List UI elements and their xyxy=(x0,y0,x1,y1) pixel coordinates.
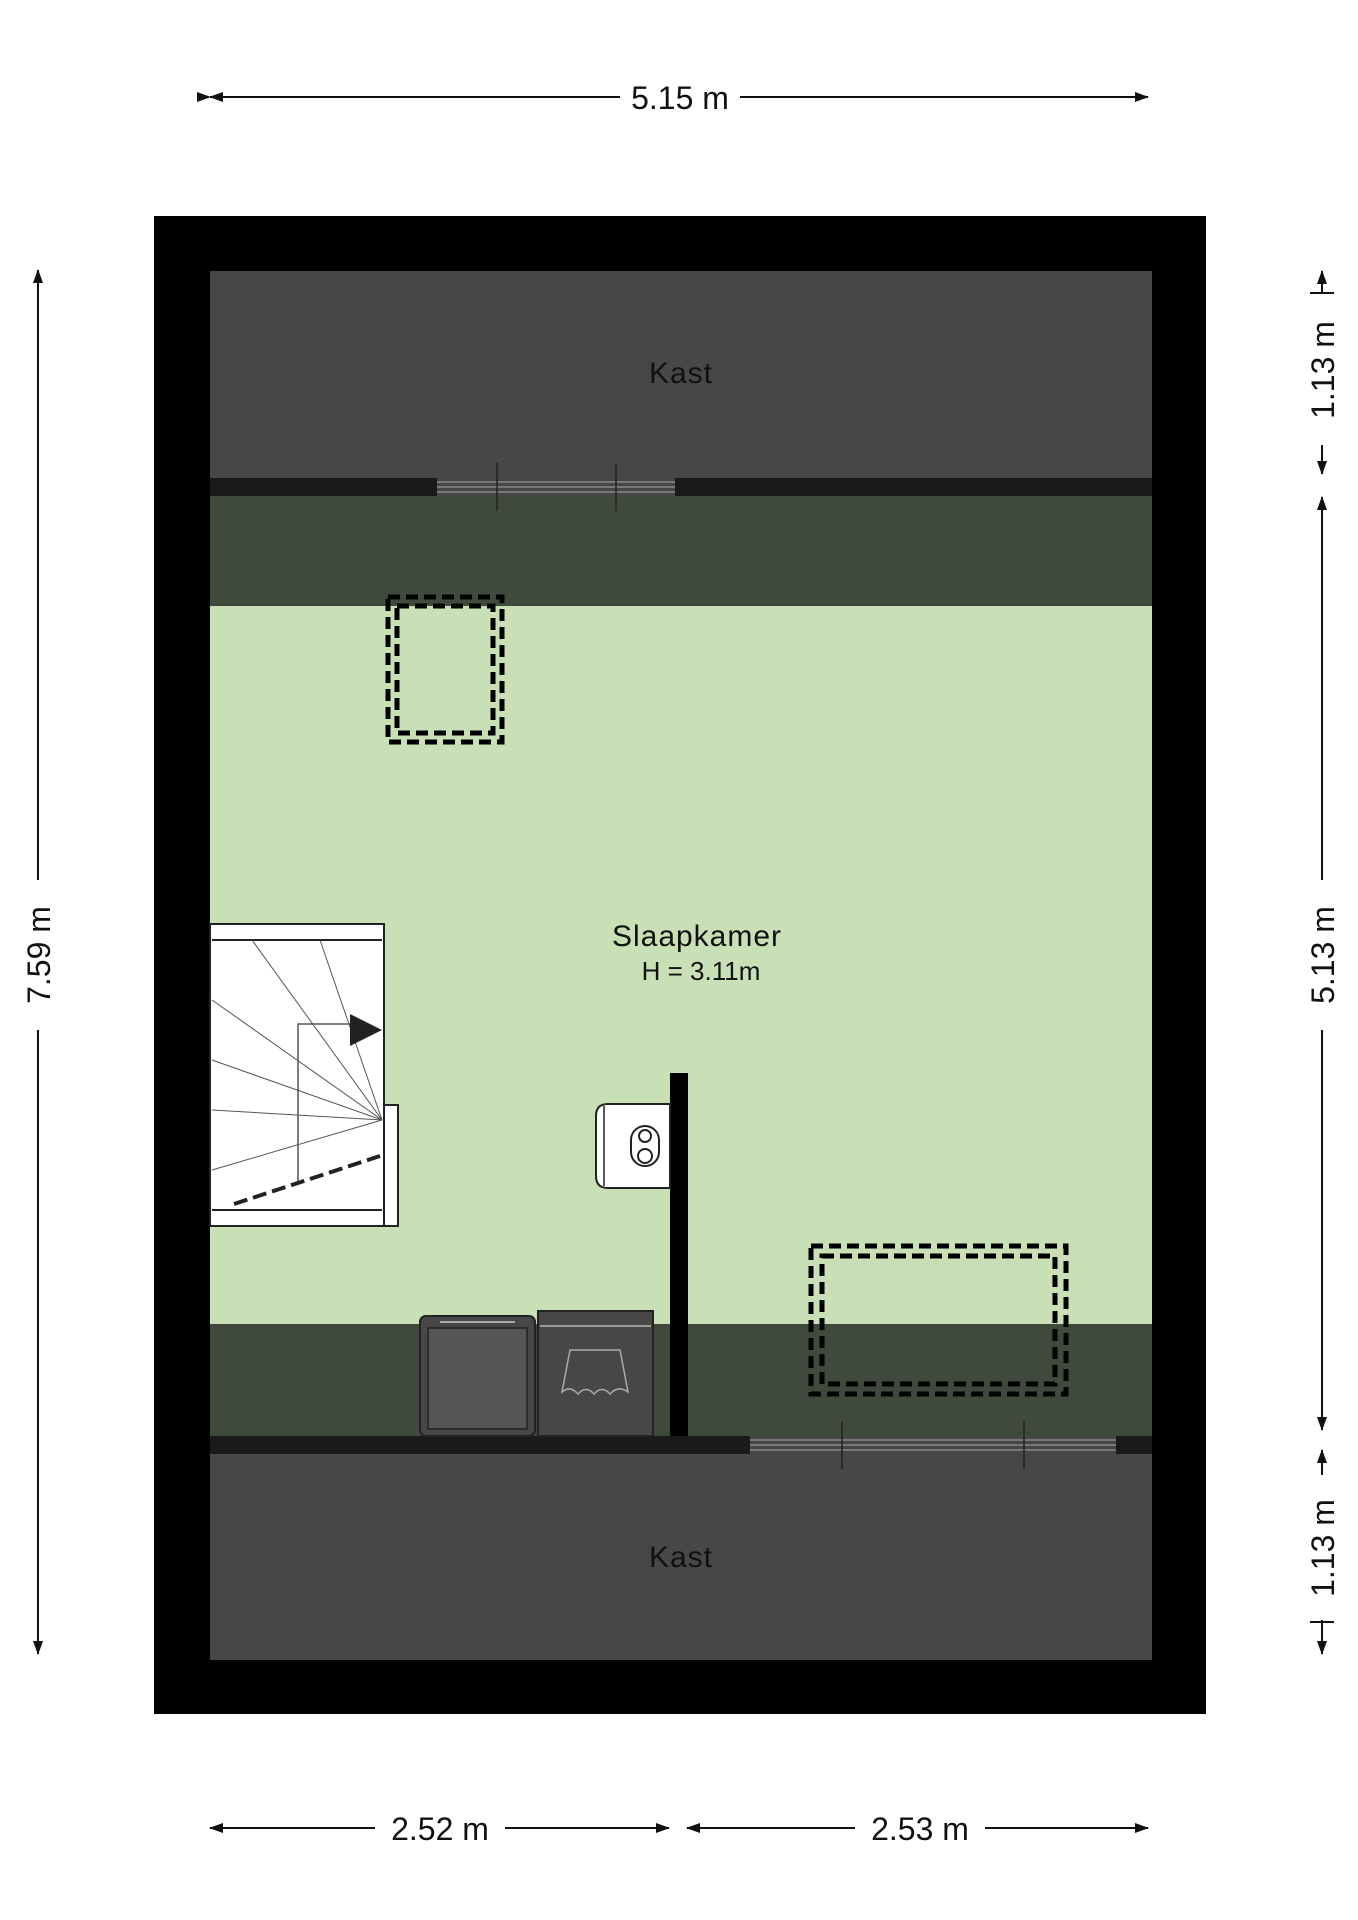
bedroom-height-label: H = 3.11m xyxy=(642,956,761,986)
dimension-bottom-right-label: 2.53 m xyxy=(871,1811,969,1847)
dimension-right-upper: 1.13 m xyxy=(1305,270,1341,475)
top-sliding-door[interactable] xyxy=(437,463,675,511)
low-ceiling-zone-top xyxy=(210,496,1152,606)
interior-wall-top xyxy=(210,478,1152,496)
dimension-right-middle-label: 5.13 m xyxy=(1305,906,1341,1004)
dimension-top: 5.15 m xyxy=(197,80,1149,116)
washing-machine-icon xyxy=(419,1315,536,1437)
dryer-icon xyxy=(537,1310,654,1437)
dimension-bottom: 2.52 m 2.53 m xyxy=(209,1811,1149,1847)
top-storage-area xyxy=(210,271,1152,478)
dimension-left-label: 7.59 m xyxy=(21,906,57,1004)
bottom-storage-label: Kast xyxy=(649,1541,713,1574)
dimension-left: 7.59 m xyxy=(21,269,57,1655)
dimension-right-upper-label: 1.13 m xyxy=(1305,321,1341,419)
bottom-sliding-door[interactable] xyxy=(750,1421,1116,1469)
boiler-icon xyxy=(595,1103,671,1189)
skylight-bottom xyxy=(808,1243,1069,1397)
bedroom-label: Slaapkamer xyxy=(612,920,782,953)
skylight-top xyxy=(385,594,505,745)
bottom-storage-area xyxy=(210,1454,1152,1660)
dimension-right-middle: 5.13 m xyxy=(1305,496,1341,1431)
dimension-bottom-left-label: 2.52 m xyxy=(391,1811,489,1847)
staircase[interactable] xyxy=(209,923,399,1227)
top-storage-label: Kast xyxy=(649,357,713,390)
dimension-top-label: 5.15 m xyxy=(631,80,729,116)
stair-direction-arrow-icon xyxy=(350,1014,382,1046)
dimension-right-lower-label: 1.13 m xyxy=(1305,1499,1341,1597)
dimension-right-lower: 1.13 m xyxy=(1305,1449,1341,1655)
interior-wall-vertical xyxy=(670,1073,688,1436)
